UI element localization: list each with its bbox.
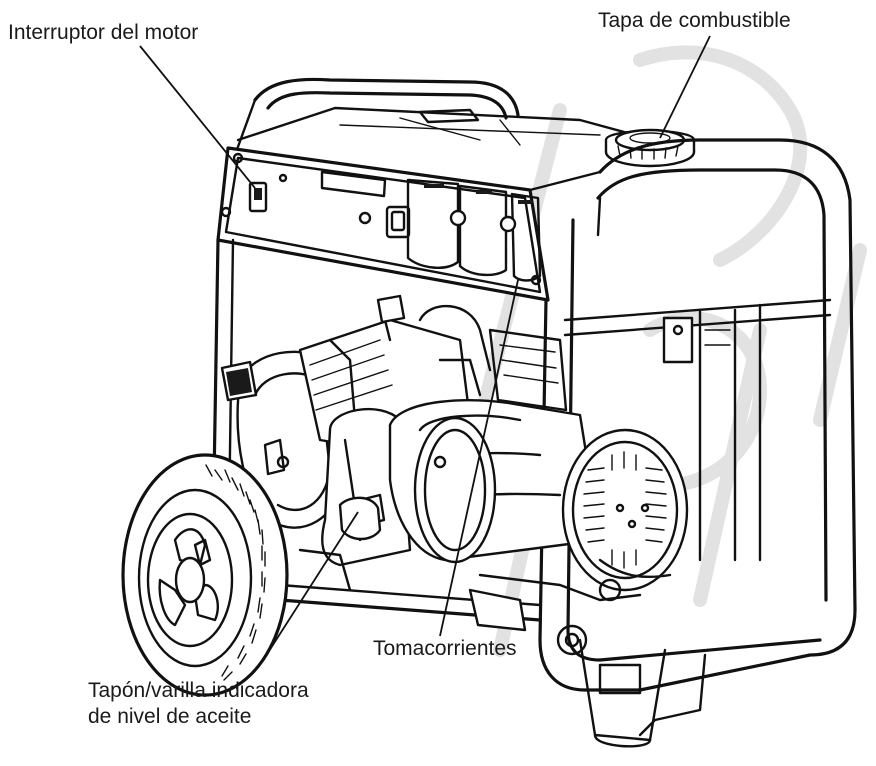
- callout-lines: [139, 35, 711, 663]
- vent-slots: [583, 451, 667, 569]
- wheel-icon: [121, 453, 289, 697]
- label-oil-dipstick-line2: de nivel de aceite: [88, 705, 252, 728]
- engine: [220, 294, 689, 632]
- leader-outlets: [439, 279, 519, 637]
- label-oil-dipstick-line1: Tapón/varilla indicadora: [88, 679, 309, 702]
- label-engine-switch: Interruptor del motor: [8, 21, 199, 44]
- label-oil-dipstick: Tapón/varilla indicadora de nivel de ace…: [88, 678, 309, 730]
- engine-switch: [248, 181, 268, 213]
- label-fuel-cap: Tapa de combustible: [598, 9, 791, 32]
- leader-engine-switch: [139, 45, 256, 189]
- generator-frame-front: [210, 138, 857, 748]
- fuel-cap-icon: [604, 128, 696, 168]
- label-outlets: Tomacorrientes: [373, 637, 517, 660]
- control-panel: [216, 146, 602, 302]
- leader-fuel-cap: [659, 35, 711, 139]
- leader-oil-dipstick: [261, 511, 359, 663]
- outlet-icon: [406, 178, 542, 282]
